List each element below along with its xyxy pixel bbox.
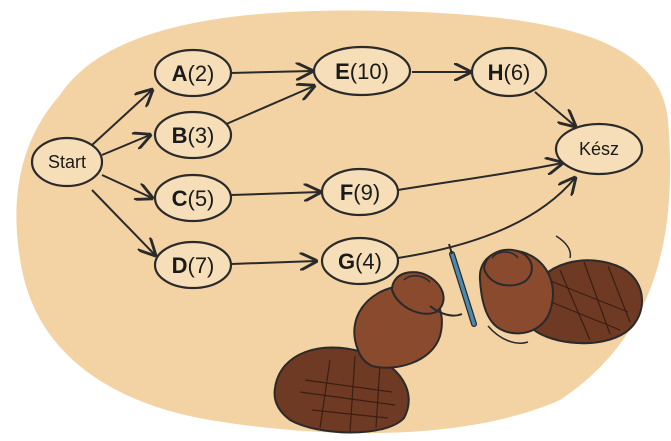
svg-text:A(2): A(2) [172, 61, 215, 86]
node-f-letter: F [340, 180, 353, 205]
node-h-duration: (6) [504, 60, 531, 85]
node-e: E(10) [312, 45, 412, 97]
node-h-letter: H [488, 60, 504, 85]
svg-text:D(7): D(7) [172, 253, 215, 278]
node-a-letter: A [172, 61, 188, 86]
node-kesz: Kész [554, 122, 644, 176]
node-g: G(4) [320, 236, 400, 286]
node-d: D(7) [153, 240, 233, 290]
pencil-icon [448, 243, 477, 327]
node-d-duration: (7) [188, 253, 215, 278]
node-d-letter: D [172, 253, 188, 278]
edge-c-f [230, 192, 320, 195]
node-b: B(3) [153, 110, 233, 160]
node-start: Start [30, 136, 104, 188]
node-c: C(5) [153, 173, 233, 223]
node-f-duration: (9) [353, 180, 380, 205]
edge-start-a [91, 90, 152, 146]
beaver-illustration-right [478, 235, 643, 345]
svg-text:H(6): H(6) [488, 60, 531, 85]
edge-g-kesz [397, 178, 575, 259]
svg-text:G(4): G(4) [338, 249, 382, 274]
node-c-letter: C [172, 186, 188, 211]
node-g-letter: G [338, 249, 355, 274]
edge-start-b [101, 135, 150, 156]
edge-start-d [91, 189, 155, 255]
node-b-duration: (3) [188, 123, 215, 148]
svg-text:B(3): B(3) [172, 123, 215, 148]
node-a: A(2) [153, 48, 233, 98]
edges [91, 71, 575, 264]
node-e-letter: E [335, 59, 350, 84]
node-kesz-label: Kész [579, 139, 619, 159]
node-f: F(9) [320, 167, 400, 217]
svg-text:F(9): F(9) [340, 180, 380, 205]
node-a-duration: (2) [188, 61, 215, 86]
edge-b-e [223, 86, 314, 126]
edge-f-kesz [397, 163, 562, 191]
node-g-duration: (4) [355, 249, 382, 274]
node-e-duration: (10) [350, 59, 389, 84]
node-c-duration: (5) [188, 186, 215, 211]
edge-a-e [229, 71, 312, 73]
svg-text:C(5): C(5) [172, 186, 215, 211]
edge-start-c [101, 174, 152, 198]
node-b-letter: B [172, 123, 188, 148]
node-start-label: Start [48, 152, 86, 172]
svg-text:E(10): E(10) [335, 59, 389, 84]
beaver-illustration-left [273, 271, 463, 434]
edge-d-g [230, 261, 316, 264]
edge-h-kesz [534, 91, 575, 126]
node-h: H(6) [470, 46, 548, 98]
